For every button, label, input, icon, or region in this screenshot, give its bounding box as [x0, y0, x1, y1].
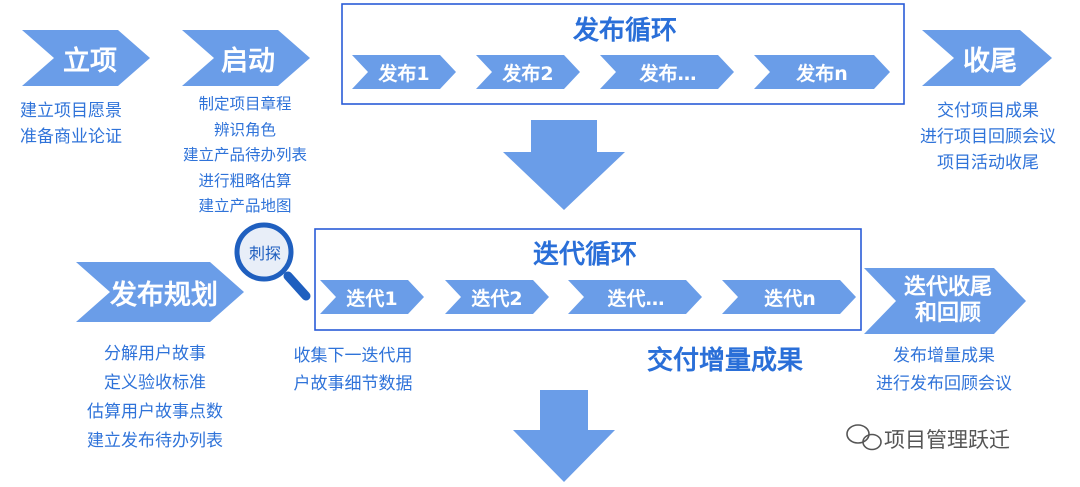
iteration-close-line: 迭代收尾 — [903, 275, 992, 300]
spike-note-line: 户故事细节数据 — [293, 374, 413, 394]
launch-item: 建立产品待办列表 — [182, 146, 307, 164]
chevron-iteration-1 — [320, 280, 424, 314]
release-cycle-title: 发布循环 — [572, 16, 677, 46]
deliverable-text: 交付增量成果 — [646, 346, 803, 376]
release-step-more: 发布… — [639, 62, 697, 85]
launch-item: 制定项目章程 — [198, 95, 292, 113]
chevron-release-1 — [352, 55, 456, 89]
release-planning-label: 发布规划 — [110, 279, 218, 311]
chevron-release-planning — [76, 262, 244, 322]
iteration-step-1: 迭代1 — [346, 287, 398, 310]
iteration-cycle-title: 迭代循环 — [532, 240, 637, 270]
start-item: 建立项目愿景 — [20, 101, 122, 121]
launch-items: 制定项目章程 辨识角色 建立产品待办列表 进行粗略估算 建立产品地图 — [160, 92, 330, 220]
iteration-close-items: 发布增量成果 进行发布回顾会议 — [856, 342, 1032, 398]
launch-item: 进行粗略估算 — [198, 171, 292, 190]
wechat-icon — [846, 424, 882, 451]
iteration-cycle-box — [314, 228, 862, 331]
closing-label: 收尾 — [963, 45, 1017, 77]
planning-item: 建立发布待办列表 — [87, 431, 223, 451]
spike-note-line: 收集下一迭代用 — [293, 346, 413, 366]
launch-label: 启动 — [221, 45, 275, 77]
chevron-closing — [922, 30, 1052, 86]
start-items: 建立项目愿景 准备商业论证 — [6, 98, 136, 150]
planning-item: 定义验收标准 — [104, 373, 206, 393]
spike-label: 刺探 — [248, 244, 281, 263]
chevron-iteration-more — [568, 280, 702, 314]
release-step-2: 发布2 — [502, 62, 554, 85]
chevron-iteration-2 — [445, 280, 549, 314]
iteration-close-label: 迭代收尾 和回顾 — [884, 268, 1012, 334]
iteration-step-more: 迭代… — [607, 287, 665, 310]
iteration-step-n: 迭代n — [764, 287, 816, 310]
iteration-close-item: 进行发布回顾会议 — [876, 374, 1012, 394]
iteration-step-2: 迭代2 — [471, 287, 523, 310]
start-item: 准备商业论证 — [20, 127, 122, 147]
chevron-release-n — [754, 55, 890, 89]
planning-item: 分解用户故事 — [104, 344, 206, 364]
release-step-n: 发布n — [796, 62, 848, 85]
magnifier-icon — [234, 222, 311, 301]
down-arrow-bottom — [513, 390, 615, 482]
release-step-1: 发布1 — [378, 62, 430, 85]
closing-items: 交付项目成果 进行项目回顾会议 项目活动收尾 — [900, 98, 1076, 176]
iteration-close-line: 和回顾 — [914, 301, 981, 326]
chevron-iteration-close — [864, 268, 1026, 334]
chevron-launch — [182, 30, 310, 86]
chevron-start — [22, 30, 150, 86]
launch-item: 建立产品地图 — [198, 197, 292, 215]
launch-item: 辨识角色 — [213, 120, 276, 139]
release-cycle-box — [341, 3, 905, 105]
planning-items: 分解用户故事 定义验收标准 估算用户故事点数 建立发布待办列表 — [60, 340, 250, 456]
spike-note: 收集下一迭代用 户故事细节数据 — [278, 342, 428, 398]
chevron-release-2 — [476, 55, 580, 89]
watermark-text: 项目管理跃迁 — [884, 428, 1010, 452]
iteration-close-item: 发布增量成果 — [893, 346, 995, 366]
planning-item: 估算用户故事点数 — [87, 402, 223, 422]
chevron-release-more — [600, 55, 734, 89]
down-arrow-top — [503, 120, 625, 210]
closing-item: 交付项目成果 — [937, 101, 1039, 121]
closing-item: 项目活动收尾 — [937, 153, 1039, 173]
closing-item: 进行项目回顾会议 — [920, 127, 1056, 147]
start-label: 立项 — [63, 45, 117, 77]
chevron-iteration-n — [722, 280, 856, 314]
